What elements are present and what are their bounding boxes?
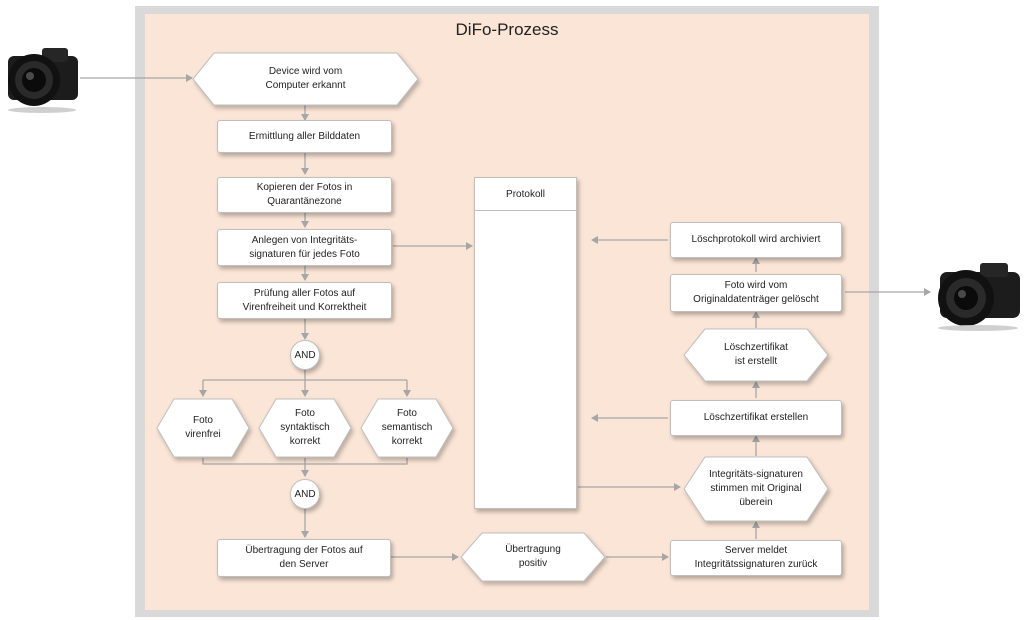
create-deletion-cert: Löschzertifikat erstellen [670, 400, 842, 436]
check-semantic: Foto semantisch korrekt [360, 398, 454, 458]
archive-deletion-log: Löschprotokoll wird archiviert [670, 222, 842, 258]
step-identify-images: Ermittlung aller Bilddaten [217, 120, 392, 153]
camera-icon [2, 40, 84, 121]
and-gate-join: AND [290, 479, 320, 509]
signatures-match-label: Integritäts-signaturen stimmen mit Origi… [709, 469, 803, 508]
deletion-cert-created-label: Löschzertifikat ist erstellt [724, 342, 788, 367]
check-syntax: Foto syntaktisch korrekt [258, 398, 352, 458]
device-recognized-node: Device wird vom Computer erkannt [192, 52, 419, 106]
photo-deleted: Foto wird vom Originaldatenträger gelösc… [670, 274, 842, 312]
check-virus-free-label: Foto virenfrei [185, 415, 221, 440]
signatures-match-node: Integritäts-signaturen stimmen mit Origi… [683, 456, 829, 522]
check-virus-free: Foto virenfrei [156, 398, 250, 458]
camera-icon [930, 258, 1026, 339]
step-transfer-server: Übertragung der Fotos auf den Server [217, 539, 391, 577]
step-create-signatures: Anlegen von Integritäts-signaturen für j… [217, 229, 392, 266]
device-recognized-label: Device wird vom Computer erkannt [265, 66, 346, 91]
transfer-positive-label: Übertragung positiv [505, 544, 561, 569]
protocol-header: Protokoll [475, 178, 576, 211]
server-returns-signatures: Server meldet Integritätssignaturen zurü… [670, 540, 842, 576]
transfer-positive-node: Übertragung positiv [460, 532, 606, 582]
diagram-title: DiFo-Prozess [455, 20, 559, 39]
and-gate-split: AND [290, 340, 320, 370]
deletion-cert-created-node: Löschzertifikat ist erstellt [683, 328, 829, 382]
check-syntax-label: Foto syntaktisch korrekt [280, 408, 330, 447]
step-check-photos: Prüfung aller Fotos auf Virenfreiheit un… [217, 282, 392, 319]
protocol-box: Protokoll [474, 177, 577, 509]
step-copy-quarantine: Kopieren der Fotos in Quarantänezone [217, 177, 392, 213]
check-semantic-label: Foto semantisch korrekt [381, 408, 433, 447]
